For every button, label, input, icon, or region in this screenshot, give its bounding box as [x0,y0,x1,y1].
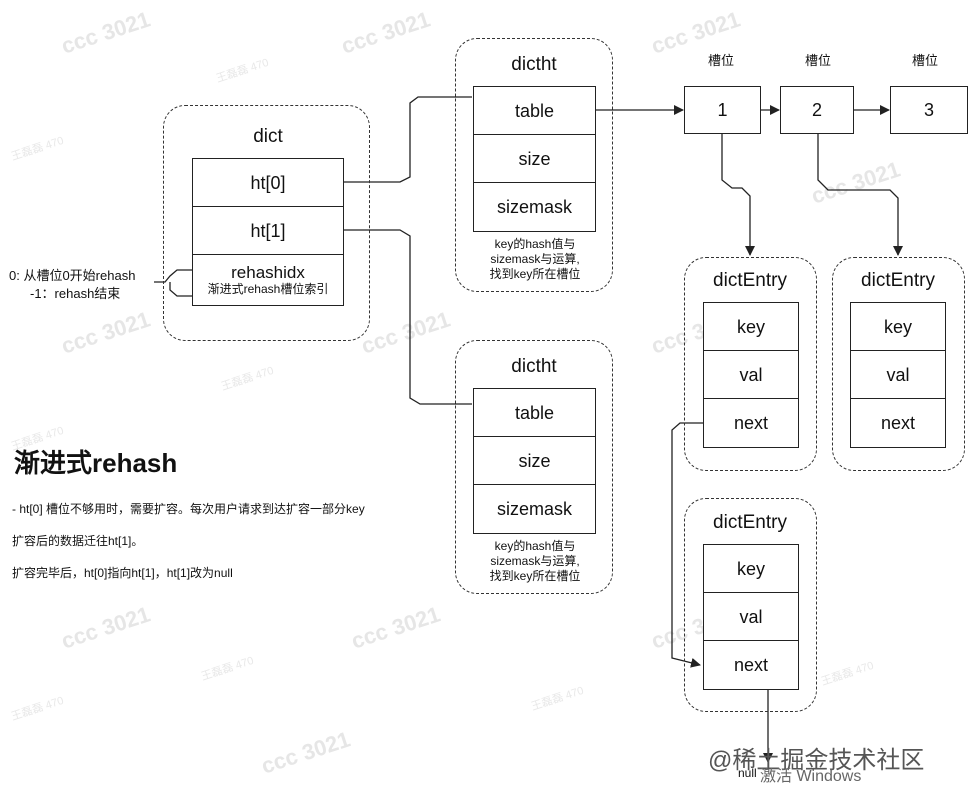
dictht-top-note-line: 找到key所在槽位 [489,267,581,281]
null-label: null [738,766,757,780]
dictentry-2-key: key [850,302,946,352]
dictht-top-title: dictht [511,54,557,75]
dictentry-3-key: key [703,544,799,594]
rehash-note-line2: -1：rehash结束 [30,286,121,301]
slot2-to-entry2-arrow [817,134,903,256]
rehash-note-line1: 0: 从槽位0开始rehash [9,268,136,283]
dictentry-2-title: dictEntry [861,270,935,291]
section-line: - ht[0] 槽位不够用时，需要扩容。每次用户请求到达扩容一部分key [12,502,365,516]
dictentry-2-val: val [850,350,946,400]
dictht-bottom-note-line: 找到key所在槽位 [489,569,581,583]
dictentry-1-val: val [703,350,799,400]
dictht-bottom-note-line: key的hash值与 [494,539,576,553]
dictht-bottom-note: key的hash值与 sizemask与运算, 找到key所在槽位 [460,539,610,584]
dictht-bottom-size-field: size [473,436,596,486]
slot1-to-entry1-arrow [721,134,755,256]
dict-ht0-field: ht[0] [192,158,344,208]
dictht-top-note-line: sizemask与运算, [490,252,580,266]
rehashidx-label: rehashidx [231,263,305,282]
dict-group [163,105,370,341]
ht0-to-dictht-top [344,96,472,183]
dictentry-3-group [684,498,817,712]
slot-label: 槽位 [805,53,832,68]
slot-label: 槽位 [708,53,735,68]
dictentry-1-key: key [703,302,799,352]
slot-2: 2 [780,86,854,134]
dict-title: dict [253,126,283,147]
dictentry-2-group [832,257,965,471]
dictentry-1-next: next [703,398,799,448]
section-heading: 渐进式rehash [14,448,178,478]
dictht-top-sizemask-field: sizemask [473,182,596,232]
dictht-bottom-note-line: sizemask与运算, [490,554,580,568]
dictentry-3-val: val [703,592,799,642]
dict-ht1-field: ht[1] [192,206,344,256]
dictht-top-size-field: size [473,134,596,184]
slot-3: 3 [890,86,968,134]
dictht-bottom-table-field: table [473,388,596,438]
dictht-top-table-field: table [473,86,596,136]
dictentry-3-next: next [703,640,799,690]
section-line: 扩容完毕后，ht[0]指向ht[1]，ht[1]改为null [12,566,233,580]
dictentry-3-title: dictEntry [713,512,787,533]
slot-label: 槽位 [912,53,939,68]
dictht-bottom-sizemask-field: sizemask [473,484,596,534]
rehash-note-bracket [154,269,193,283]
activation-watermark: 激活 Windows [760,768,862,785]
rehashidx-sub: 渐进式rehash槽位索引 [207,282,329,296]
section-line: 扩容后的数据迁往ht[1]。 [12,534,144,548]
dictht-top-note-line: key的hash值与 [494,237,576,251]
dictht-bottom-title: dictht [511,356,557,377]
dictentry-1-title: dictEntry [713,270,787,291]
ht1-to-dictht-bottom [344,229,472,405]
site-watermark: @稀土掘金技术社区 [708,747,925,774]
dictentry-1-group [684,257,817,471]
entry1-next-to-entry3 [671,422,703,668]
dictentry-2-next: next [850,398,946,448]
dict-rehashidx-field: rehashidx 渐进式rehash槽位索引 [192,254,344,306]
dictht-top-group [455,38,613,292]
dictht-bottom-group [455,340,613,594]
dictht-top-note: key的hash值与 sizemask与运算, 找到key所在槽位 [460,237,610,282]
slot-1: 1 [684,86,761,134]
